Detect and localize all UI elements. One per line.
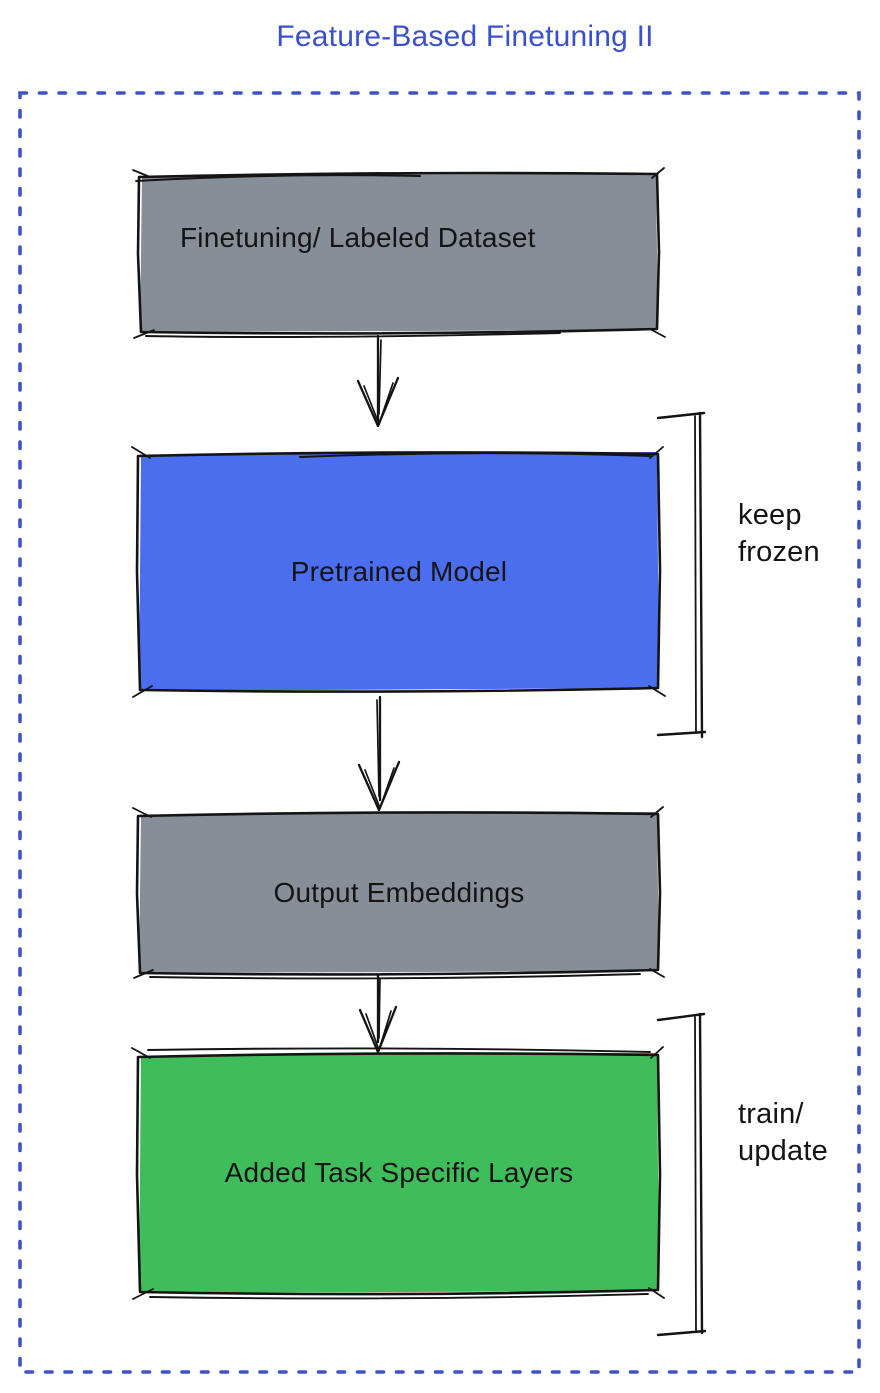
bracket-keep-frozen — [656, 411, 707, 739]
arrow-model-to-embeddings — [357, 695, 401, 812]
arrow-embeddings-to-layers — [358, 973, 398, 1054]
bracket-train-update — [656, 1012, 707, 1337]
node-pretrained-model-box — [131, 446, 666, 698]
dotted-frame — [18, 91, 861, 1374]
diagram-title: Feature-Based Finetuning II — [276, 20, 654, 53]
node-output-embeddings-box — [132, 806, 665, 980]
node-finetuning-dataset-box — [132, 167, 666, 339]
arrow-dataset-to-model — [356, 334, 400, 428]
node-task-layers-box — [131, 1046, 665, 1300]
